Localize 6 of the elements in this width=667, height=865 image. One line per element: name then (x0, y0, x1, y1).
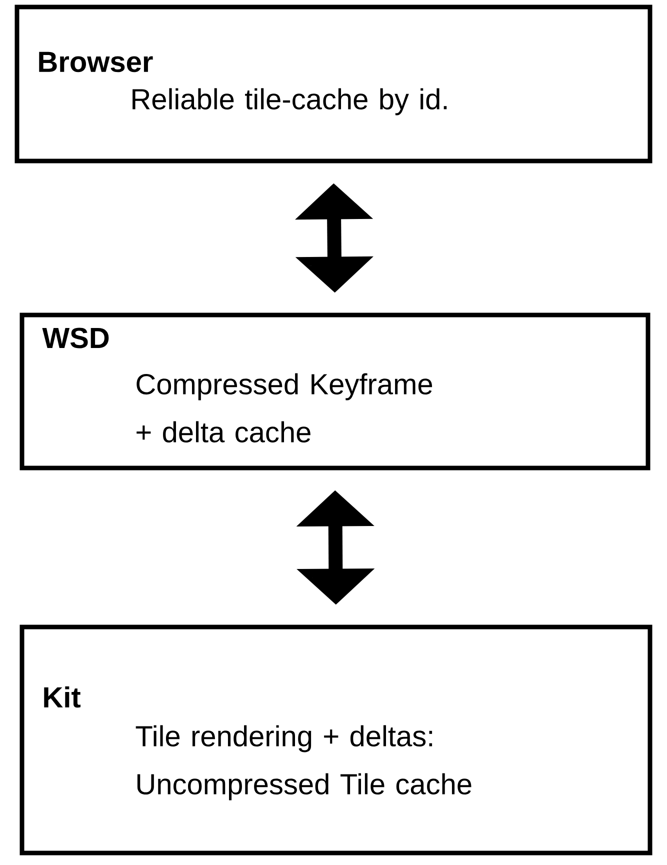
box-description: Reliable tile-cache by id. (132, 88, 447, 116)
box-description: Compressed Keyframe + delta cache (136, 373, 432, 442)
box-description: Tile rendering + deltas: Uncompressed Tile cache (136, 725, 472, 800)
box-heading: WSD (42, 328, 109, 348)
box-heading: Browser (39, 52, 153, 72)
box-heading: Kit (44, 686, 80, 708)
